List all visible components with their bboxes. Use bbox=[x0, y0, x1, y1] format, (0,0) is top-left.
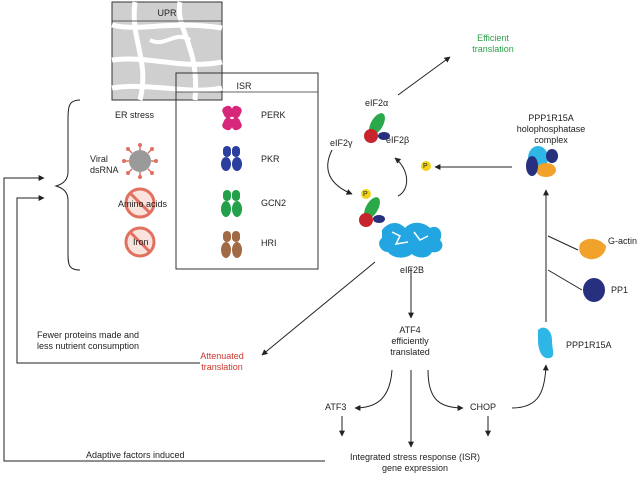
chop-label: CHOP bbox=[470, 402, 497, 412]
perk-kinase-icon bbox=[222, 105, 242, 131]
perk-label: PERK bbox=[261, 110, 286, 120]
eif2-alpha-label: eIF2α bbox=[365, 98, 389, 108]
pkr-kinase-icon bbox=[221, 146, 242, 171]
isr-gene-expression-label: Integrated stress response (ISR) gene ex… bbox=[349, 452, 481, 473]
ppp1r15a-label: PPP1R15A bbox=[566, 340, 612, 350]
amino-acids-deprivation-icon bbox=[124, 187, 156, 219]
pp1-label: PP1 bbox=[611, 285, 629, 295]
g-actin-label: G-actin bbox=[608, 236, 638, 246]
stress-brace bbox=[54, 99, 81, 271]
atf4-label: ATF4 efficiently translated bbox=[390, 325, 430, 357]
arrow-atf4-to-chop bbox=[427, 369, 464, 411]
upr-label: UPR bbox=[157, 8, 177, 18]
eif2-phosphorylated-icon bbox=[359, 189, 385, 227]
arrow-gactin-to-complex bbox=[547, 235, 579, 251]
adaptive-factors-label: Adaptive factors induced bbox=[86, 450, 185, 460]
eif2-beta-label: eIF2β bbox=[386, 135, 410, 145]
phospho-label: P bbox=[423, 163, 428, 170]
amino-acids-label: Amino acids bbox=[118, 199, 168, 209]
attenuated-translation-label: Attenuated translation bbox=[200, 351, 244, 372]
hri-label: HRI bbox=[261, 238, 277, 248]
arrow-dephosphorylation bbox=[394, 157, 408, 197]
g-actin-icon bbox=[579, 238, 606, 260]
adaptive-feedback-arrow bbox=[3, 175, 325, 462]
upr-box bbox=[111, 1, 223, 101]
hri-kinase-icon bbox=[221, 231, 242, 258]
isr-label: ISR bbox=[236, 81, 252, 91]
isr-box bbox=[175, 72, 319, 270]
pkr-label: PKR bbox=[261, 154, 280, 164]
pp1-icon bbox=[583, 278, 605, 302]
holophosphatase-label: PPP1R15A holophosphatase complex bbox=[516, 113, 586, 145]
holophosphatase-complex-icon bbox=[526, 146, 558, 177]
iron-deprivation-icon bbox=[124, 226, 156, 258]
fewer-proteins-label: Fewer proteins made and less nutrient co… bbox=[37, 330, 140, 351]
eif2b-complex-icon bbox=[379, 222, 443, 258]
iron-label: Iron bbox=[133, 237, 149, 247]
ppp1r15a-icon bbox=[538, 327, 554, 359]
viral-dsrna-label: Viral dsRNA bbox=[90, 154, 119, 175]
phospho-bound-label: P bbox=[363, 191, 368, 198]
eif2b-label: eIF2B bbox=[399, 265, 425, 275]
arrow-eif2-phosphorylation bbox=[327, 149, 353, 195]
gcn2-label: GCN2 bbox=[261, 198, 287, 208]
virus-icon bbox=[122, 143, 158, 179]
atf3-label: ATF3 bbox=[325, 402, 347, 412]
phospho-free-icon bbox=[421, 161, 431, 171]
arrow-chop-to-ppp1r15a bbox=[511, 364, 549, 409]
efficient-translation-label: Efficient translation bbox=[472, 33, 514, 54]
er-stress-label: ER stress bbox=[115, 110, 155, 120]
eif2-complex-icon bbox=[364, 113, 390, 143]
arrow-to-attenuated bbox=[261, 261, 376, 356]
fewer-proteins-feedback-arrow bbox=[16, 195, 200, 364]
arrow-pp1-to-complex bbox=[547, 269, 583, 291]
arrow-to-efficient-translation bbox=[397, 56, 451, 96]
gcn2-kinase-icon bbox=[221, 190, 242, 217]
arrow-atf4-to-atf3 bbox=[354, 369, 393, 411]
eif2-gamma-label: eIF2γ bbox=[330, 138, 353, 148]
